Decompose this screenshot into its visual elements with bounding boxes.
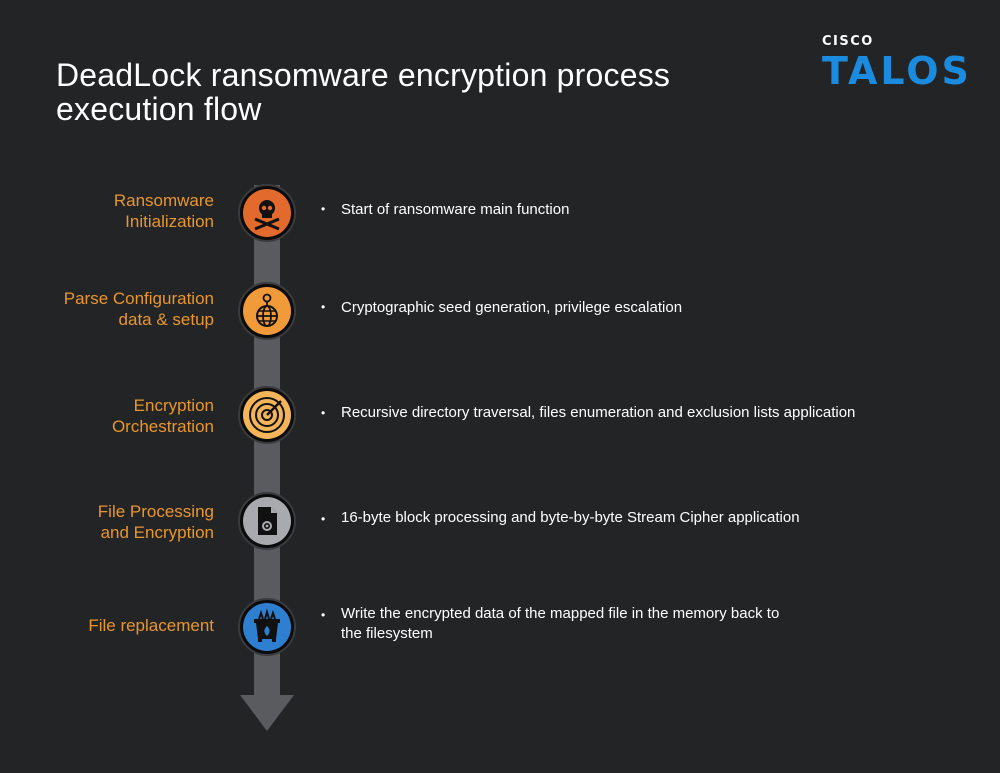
file-gear-icon — [238, 492, 296, 550]
step-encryption-orchestration: Encryption Orchestration • Recursive dir… — [0, 386, 1000, 446]
step-label: File Processing and Encryption — [97, 502, 214, 542]
step-file-processing: File Processing and Encryption • 16-byte… — [0, 492, 1000, 552]
step-label: Ransomware Initialization — [113, 191, 214, 231]
logo-word: TALOS — [822, 52, 967, 88]
step-description: Start of ransomware main function — [341, 201, 570, 218]
step-label: File replacement — [88, 616, 214, 635]
radar-icon — [238, 386, 296, 444]
cisco-talos-logo: CISCO TALOS — [822, 34, 967, 94]
step-description: 16-byte block processing and byte-by-byt… — [341, 509, 800, 526]
step-parse-configuration: Parse Configuration data & setup • Crypt… — [0, 282, 1000, 342]
step-description: Cryptographic seed generation, privilege… — [341, 299, 683, 316]
globe-icon — [238, 282, 296, 340]
step-label: Parse Configuration data & setup — [63, 289, 214, 329]
page-title: DeadLock ransomware encryption process e… — [56, 57, 671, 127]
bullet: • — [321, 512, 326, 526]
bullet: • — [321, 406, 326, 420]
step-description: Recursive directory traversal, files enu… — [341, 404, 856, 421]
bullet: • — [321, 202, 326, 216]
step-initialization: Ransomware Initialization • Start of ran… — [0, 184, 1000, 244]
step-file-replacement: File replacement • Write the encrypted d… — [0, 598, 1000, 658]
step-label: Encryption Orchestration — [111, 396, 214, 436]
logo-brand-top: CISCO — [822, 34, 874, 49]
bullet: • — [321, 608, 326, 622]
bullet: • — [321, 300, 326, 314]
skull-crossbones-icon — [238, 184, 296, 242]
step-description: Write the encrypted data of the mapped f… — [341, 605, 780, 642]
dumpster-fire-icon — [238, 598, 296, 656]
talos-wordmark-icon: TALOS — [822, 52, 967, 88]
